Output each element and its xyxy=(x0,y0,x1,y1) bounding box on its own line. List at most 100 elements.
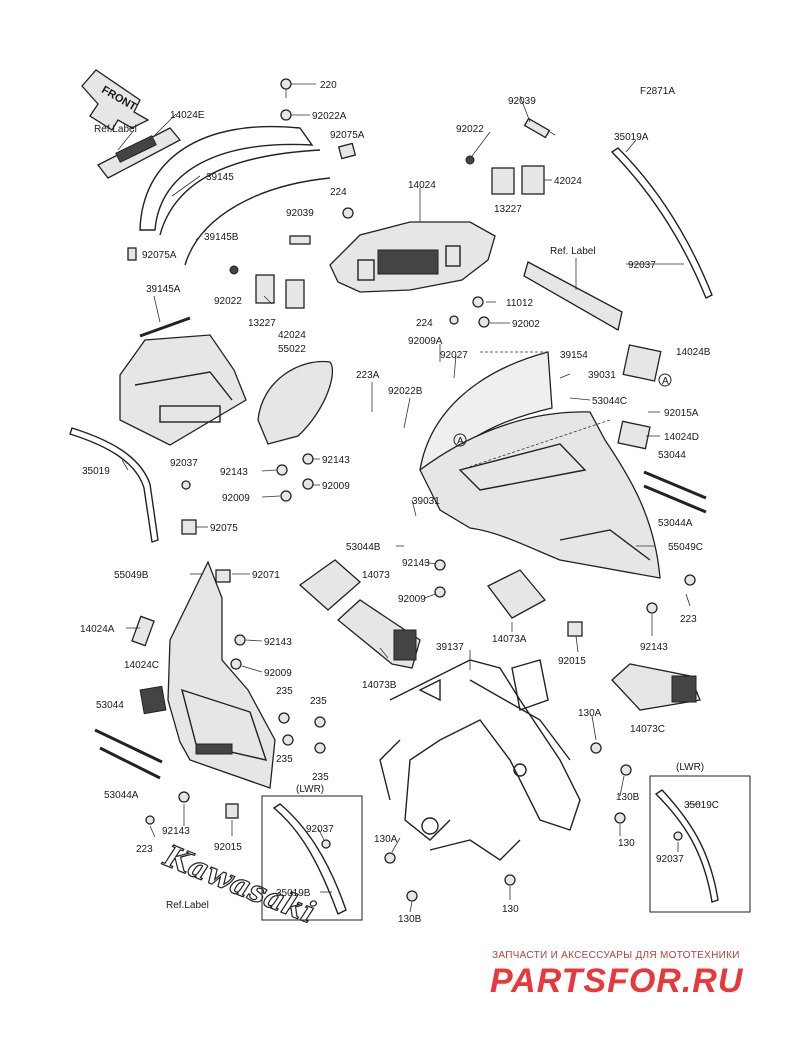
label-92143-c: 92143 xyxy=(402,558,430,569)
nut-92143-f-icon xyxy=(178,791,190,803)
clip-13227-top-icon xyxy=(491,167,515,195)
diagram-code: F2871A xyxy=(640,86,675,97)
meter-panel-55022 xyxy=(119,334,247,446)
bolt-92009-d-icon xyxy=(230,658,242,670)
molding-39145 xyxy=(159,149,321,236)
screw-220-icon xyxy=(280,78,292,90)
washer-92037-bottom-icon xyxy=(673,831,683,841)
strip-53044-right xyxy=(643,470,707,500)
panel-14024C-icon xyxy=(139,685,167,715)
label-55049B: 55049B xyxy=(114,570,149,581)
label-130-right: 130 xyxy=(618,838,635,849)
washer-92037-left-icon xyxy=(181,480,191,490)
strip-53044A-left xyxy=(99,746,161,780)
leader-lines xyxy=(117,95,700,913)
label-92143-b: 92143 xyxy=(322,455,350,466)
label-14024B: 14024B xyxy=(676,347,711,358)
panel-14024A-icon xyxy=(131,615,155,647)
label-235-c: 235 xyxy=(276,754,293,765)
label-92009-b: 92009 xyxy=(322,481,350,492)
label-ref-label-bottom: Ref.Label xyxy=(166,900,209,911)
grommet-235-d-icon xyxy=(314,742,326,754)
bezel-55022-icon xyxy=(257,360,334,445)
bolt-130-right-icon xyxy=(614,812,626,824)
label-92022B: 92022B xyxy=(388,386,423,397)
strip-53044-left xyxy=(94,728,163,764)
watermark-logo: PARTSFOR.RU xyxy=(490,962,744,1000)
nut-92143-c-icon xyxy=(434,559,446,571)
grommet-235-c-icon xyxy=(282,734,294,746)
label-39031-top: 39031 xyxy=(588,370,616,381)
trim-35019 xyxy=(69,427,159,543)
label-lwr-mid: (LWR) xyxy=(296,784,324,795)
lwr-box-right xyxy=(649,775,751,913)
nut-92143-b-icon xyxy=(302,453,314,465)
screw-223-icon xyxy=(684,574,696,586)
reference-a-right-icon xyxy=(658,373,672,387)
label-92075A-left: 92075A xyxy=(142,250,177,261)
label-42024-top: 42024 xyxy=(554,176,582,187)
lower-fairing-55049B xyxy=(167,560,276,789)
label-92037-left: 92037 xyxy=(170,458,198,469)
label-35019B: 35019B xyxy=(276,888,311,899)
label-223A: 223A xyxy=(356,370,380,381)
label-42024-mid: 42024 xyxy=(278,330,306,341)
bolt-130B-bottom-icon xyxy=(406,890,418,902)
label-35019C: 35019C xyxy=(684,800,719,811)
bolt-92009-b-icon xyxy=(302,478,314,490)
nut-92143-e-icon xyxy=(646,602,658,614)
reference-a-left-icon xyxy=(453,433,467,447)
strip-39145A xyxy=(139,316,191,338)
bolt-130A-left-icon xyxy=(384,852,396,864)
label-92022-mid: 92022 xyxy=(214,296,242,307)
label-53044B: 53044B xyxy=(346,542,381,553)
duct-14073 xyxy=(298,559,361,611)
label-39145B: 39145B xyxy=(204,232,239,243)
bolt-130-bottom-icon xyxy=(504,874,516,886)
label-92037-bottom: 92037 xyxy=(656,854,684,865)
label-92039-mid: 92039 xyxy=(286,208,314,219)
label-92022A: 92022A xyxy=(312,111,347,122)
label-53044A-left: 53044A xyxy=(104,790,139,801)
label-92143-d: 92143 xyxy=(264,637,292,648)
washer-92022-mid-icon xyxy=(229,265,239,275)
label-92015: 92015 xyxy=(558,656,586,667)
label-92143-a: 92143 xyxy=(220,467,248,478)
label-39031-mid: 39031 xyxy=(412,496,440,507)
label-224-top: 224 xyxy=(330,187,347,198)
label-92027: 92027 xyxy=(440,350,468,361)
label-235-a: 235 xyxy=(276,686,293,697)
label-39154: 39154 xyxy=(560,350,588,361)
lwr-box-mid xyxy=(261,795,363,921)
molding-39145B xyxy=(184,177,331,266)
grommet-92075-icon xyxy=(181,519,197,535)
label-92071: 92071 xyxy=(252,570,280,581)
grommet-92071-icon xyxy=(215,569,231,583)
clip-42024-top-icon xyxy=(521,165,545,195)
label-53044-left: 53044 xyxy=(96,700,124,711)
label-92075: 92075 xyxy=(210,523,238,534)
label-92037-mid: 92037 xyxy=(306,824,334,835)
label-92009-a: 92009 xyxy=(222,493,250,504)
label-223: 223 xyxy=(680,614,697,625)
label-39145: 39145 xyxy=(206,172,234,183)
upper-cowl-55049C xyxy=(419,411,661,579)
reference-a-left-label: A xyxy=(457,436,464,447)
bolt-92039-top-icon xyxy=(523,117,551,139)
label-130A-left: 130A xyxy=(374,834,398,845)
label-92009A: 92009A xyxy=(408,336,443,347)
label-lwr-right: (LWR) xyxy=(676,762,704,773)
screw-224-mid-icon xyxy=(449,315,459,325)
screw-223-bottom-icon xyxy=(145,815,155,825)
clip-13227-mid-icon xyxy=(255,274,275,304)
duct-14073B xyxy=(337,599,421,669)
label-14024C: 14024C xyxy=(124,660,159,671)
label-39145A: 39145A xyxy=(146,284,181,295)
label-13227-top: 13227 xyxy=(494,204,522,215)
duct-14073A xyxy=(487,569,547,619)
screw-224-top-icon xyxy=(342,207,354,219)
trim-strip-14024E xyxy=(139,125,314,231)
grommet-92015-icon xyxy=(567,621,583,637)
bolt-130B-top-icon xyxy=(620,764,632,776)
